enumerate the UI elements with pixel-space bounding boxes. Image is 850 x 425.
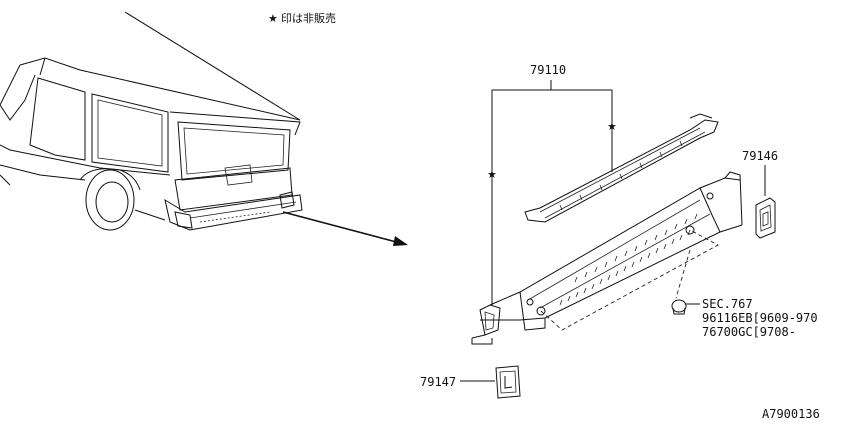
sec-767-label: SEC.767 [702, 297, 753, 311]
part-label-79110: 79110 [530, 63, 566, 77]
not-for-sale-note: 印は非販売 [281, 12, 336, 25]
star-marker-upper: ★ [607, 120, 617, 133]
direction-arrow [282, 211, 408, 246]
diagram-id: A7900136 [762, 407, 820, 421]
part-label-79146: 79146 [742, 149, 778, 163]
part-label-96116eb: 96116EB[9609-970 [702, 311, 818, 325]
part-label-76700gc: 76700GC[9708- [702, 325, 796, 339]
rear-panel-part [471, 171, 743, 345]
not-for-sale-star: ★ [268, 12, 278, 25]
star-marker-lower: ★ [487, 168, 497, 181]
part-79147-bracket [495, 365, 521, 399]
vehicle-illustration [0, 11, 303, 231]
part-label-79147: 79147 [420, 375, 456, 389]
upper-rail-part [524, 113, 719, 223]
leader-79110 [491, 80, 613, 305]
fastener-dashed-guide [540, 229, 719, 331]
part-79146-bracket [755, 197, 776, 239]
clip-fastener [671, 299, 700, 315]
fastener-dashed-leader [675, 249, 691, 299]
